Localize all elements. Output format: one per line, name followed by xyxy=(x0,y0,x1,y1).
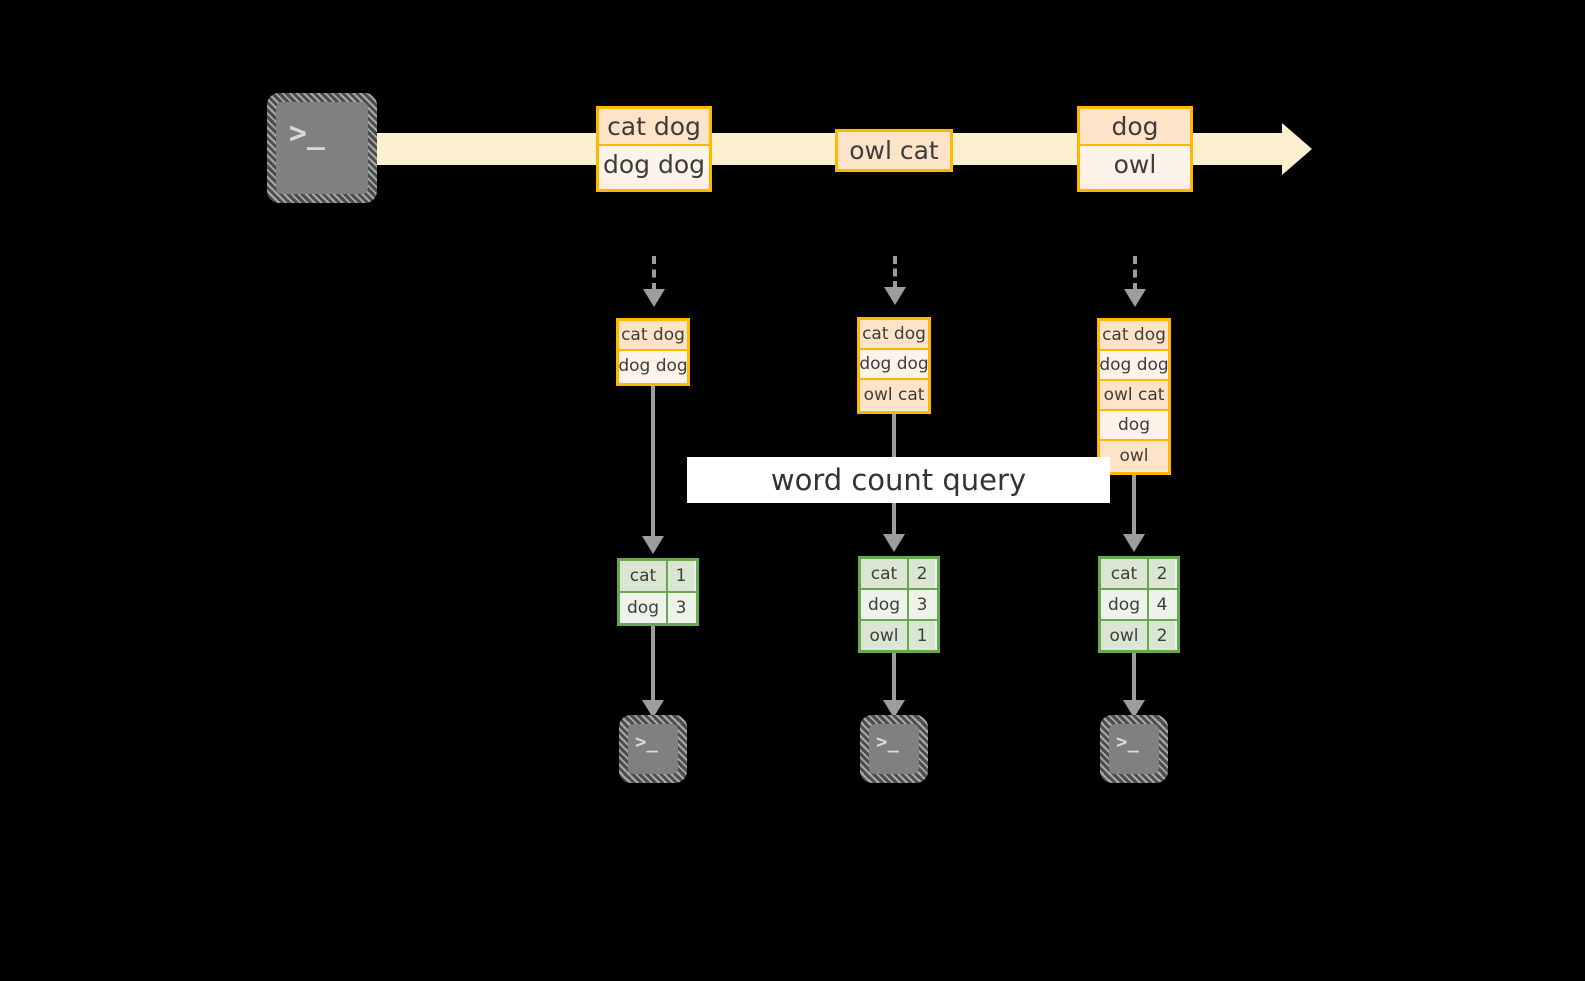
stream-event: dog dog xyxy=(599,146,709,183)
stream-event-group-1[interactable]: cat dog dog dog xyxy=(596,106,712,192)
terminal-prompt: >_ xyxy=(288,115,325,151)
input-row: cat dog xyxy=(1100,321,1168,351)
result-row: owl 1 xyxy=(861,621,937,650)
terminal-screen xyxy=(276,102,368,194)
connector-arrowhead-icon xyxy=(642,536,664,554)
result-row: cat 2 xyxy=(1101,559,1177,590)
stream-arrowhead-icon xyxy=(1282,123,1312,175)
stream-event-group-2[interactable]: owl cat xyxy=(835,129,953,172)
result-row: cat 2 xyxy=(861,559,937,590)
input-to-result-connector-1 xyxy=(651,386,655,538)
connector-arrowhead-icon xyxy=(1123,700,1145,718)
result-row: dog 4 xyxy=(1101,590,1177,621)
connector-arrowhead-icon xyxy=(1123,534,1145,552)
input-row: owl cat xyxy=(860,380,928,410)
result-word: owl xyxy=(1101,621,1149,650)
result-row: owl 2 xyxy=(1101,621,1177,650)
result-to-sink-connector-3 xyxy=(1132,653,1136,702)
input-table-3[interactable]: cat dog dog dog owl cat dog owl xyxy=(1097,318,1171,475)
connector-arrowhead-icon xyxy=(1124,289,1146,307)
query-label: word count query xyxy=(687,457,1110,503)
result-count: 4 xyxy=(1149,590,1175,619)
stream-event: owl xyxy=(1080,146,1190,183)
result-count: 1 xyxy=(668,561,694,591)
sink-terminal-icon-1[interactable]: >_ xyxy=(619,715,687,783)
stream-event-group-3[interactable]: dog owl xyxy=(1077,106,1193,192)
stream-event: cat dog xyxy=(599,109,709,146)
result-count: 3 xyxy=(909,590,935,619)
connector-arrowhead-icon xyxy=(643,289,665,307)
result-count: 2 xyxy=(1149,559,1175,588)
result-table-3[interactable]: cat 2 dog 4 owl 2 xyxy=(1098,556,1180,653)
result-row: dog 3 xyxy=(620,593,696,623)
stream-to-input-connector-1 xyxy=(652,256,656,291)
terminal-prompt: >_ xyxy=(1116,731,1139,753)
source-terminal-icon[interactable]: >_ xyxy=(267,93,377,203)
result-row: cat 1 xyxy=(620,561,696,593)
input-table-2[interactable]: cat dog dog dog owl cat xyxy=(857,317,931,414)
result-table-2[interactable]: cat 2 dog 3 owl 1 xyxy=(858,556,940,653)
input-table-1[interactable]: cat dog dog dog xyxy=(616,318,690,386)
terminal-screen xyxy=(1109,724,1159,774)
result-count: 1 xyxy=(909,621,935,650)
stream-to-input-connector-2 xyxy=(893,256,897,289)
result-table-1[interactable]: cat 1 dog 3 xyxy=(617,558,699,626)
input-row: owl xyxy=(1100,441,1168,471)
result-count: 2 xyxy=(909,559,935,588)
terminal-screen xyxy=(869,724,919,774)
connector-arrowhead-icon xyxy=(884,287,906,305)
terminal-prompt: >_ xyxy=(635,731,658,753)
result-word: cat xyxy=(1101,559,1149,588)
terminal-screen xyxy=(628,724,678,774)
input-row: dog dog xyxy=(1099,351,1169,381)
result-count: 2 xyxy=(1149,621,1175,650)
result-word: dog xyxy=(1101,590,1149,619)
stream-to-input-connector-3 xyxy=(1133,256,1137,291)
result-word: owl xyxy=(861,621,909,650)
terminal-prompt: >_ xyxy=(876,731,899,753)
result-word: dog xyxy=(861,590,909,619)
connector-arrowhead-icon xyxy=(642,700,664,718)
result-count: 3 xyxy=(668,593,694,623)
input-to-result-connector-3 xyxy=(1132,475,1136,536)
connector-arrowhead-icon xyxy=(883,534,905,552)
result-row: dog 3 xyxy=(861,590,937,621)
sink-terminal-icon-2[interactable]: >_ xyxy=(860,715,928,783)
result-word: cat xyxy=(861,559,909,588)
input-row: dog dog xyxy=(859,350,929,380)
input-row: dog dog xyxy=(618,351,688,381)
result-to-sink-connector-1 xyxy=(651,626,655,702)
result-to-sink-connector-2 xyxy=(892,653,896,702)
result-word: cat xyxy=(620,561,668,591)
stream-event: owl cat xyxy=(838,132,950,169)
stream-event: dog xyxy=(1080,109,1190,146)
sink-terminal-icon-3[interactable]: >_ xyxy=(1100,715,1168,783)
connector-arrowhead-icon xyxy=(883,700,905,718)
input-row: dog xyxy=(1100,411,1168,441)
input-row: cat dog xyxy=(860,320,928,350)
result-word: dog xyxy=(620,593,668,623)
input-row: owl cat xyxy=(1100,381,1168,411)
input-row: cat dog xyxy=(619,321,687,351)
